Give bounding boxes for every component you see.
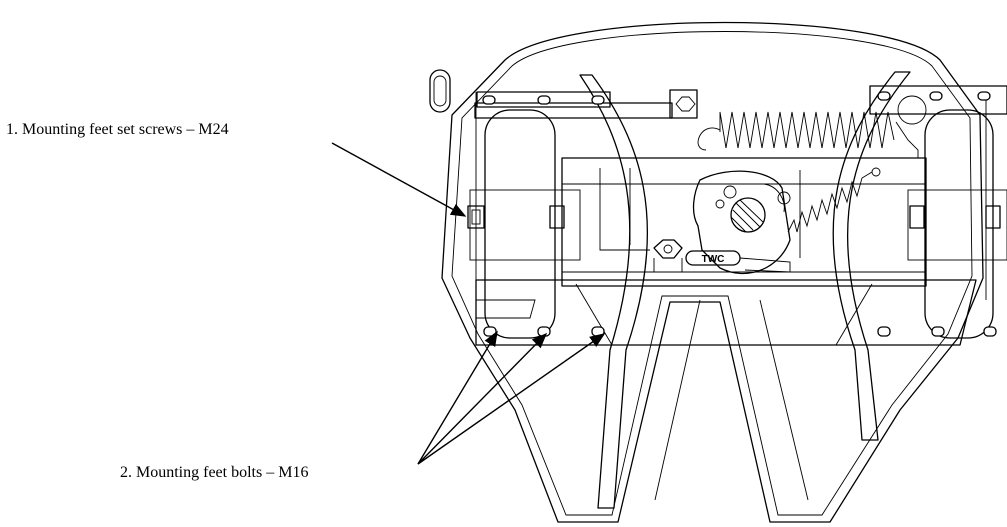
callout-set-screws-label: 1. Mounting feet set screws – M24: [6, 121, 229, 138]
lock-jaw: [692, 170, 791, 275]
top-plate-outline: [441, 21, 984, 523]
slot-hole-4: [877, 91, 891, 101]
bolt-hole-left-1: [483, 326, 497, 337]
left-mounting-foot: [484, 109, 556, 339]
leader-bolt-3: [417, 333, 606, 465]
right-set-screw-outer: [985, 205, 1001, 229]
lower-flange: [475, 279, 977, 346]
left-bracket-top: [476, 91, 611, 108]
callout-bolts-label: 2. Mounting feet bolts – M16: [120, 464, 309, 481]
slot-hole-3: [591, 95, 605, 105]
secondary-spring: [787, 171, 873, 233]
left-guide-slot: [579, 74, 649, 509]
slot-hole-5: [929, 91, 943, 101]
slot-hole-1: [482, 95, 496, 105]
top-plate-inner-outline: [451, 31, 973, 516]
right-guide-slot: [832, 71, 911, 441]
leader-set-screws: [331, 142, 467, 217]
release-handle: [429, 69, 451, 113]
leader-bolt-2: [417, 332, 548, 465]
bolt-hole-right-2: [931, 326, 945, 337]
hex-nut: [653, 239, 683, 259]
bolt-hole-right-1: [877, 326, 891, 337]
brand-badge-text: TWC: [702, 254, 725, 265]
right-bracket-top: [869, 85, 1007, 115]
central-housing: [561, 157, 927, 287]
right-set-screw-inner: [909, 205, 925, 229]
bolt-hole-left-2: [537, 326, 551, 337]
left-set-screw-inner: [549, 205, 565, 229]
right-mounting-foot: [924, 109, 994, 339]
slot-hole-6: [977, 91, 991, 101]
handle-bracket: [669, 89, 698, 119]
leader-bolt-1: [417, 330, 498, 465]
bolt-hole-right-3: [983, 326, 997, 337]
king-pin: [730, 197, 766, 233]
slot-hole-2: [537, 95, 551, 105]
main-coil-spring: [719, 111, 895, 149]
left-set-screw-outer: [467, 205, 485, 229]
